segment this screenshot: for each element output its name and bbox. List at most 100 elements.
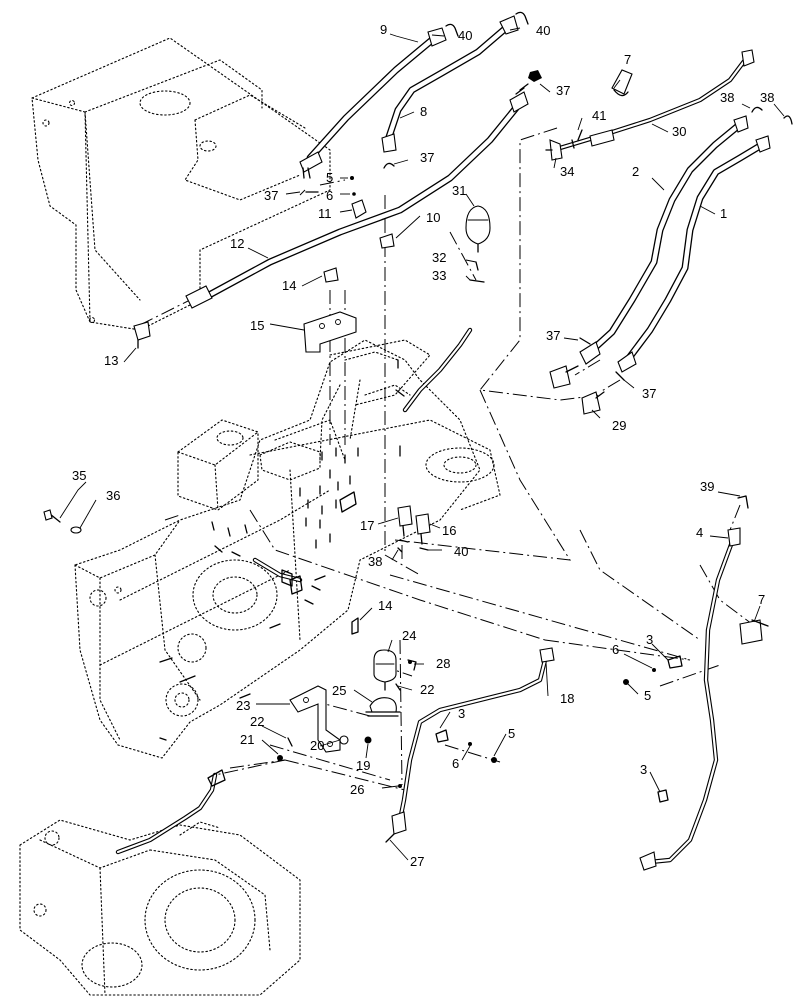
callout-3-right: 3 [646, 632, 653, 647]
callout-34: 34 [560, 164, 574, 179]
callout-21: 21 [240, 732, 254, 747]
bolt-35 [43, 509, 61, 523]
callout-5-right: 5 [644, 688, 651, 703]
washer-20 [339, 735, 349, 745]
o-ring-40a [445, 23, 459, 37]
callout-28: 28 [436, 656, 450, 671]
fitting-27 [385, 811, 407, 843]
callout-18: 18 [560, 691, 574, 706]
frame-bolts [159, 359, 405, 741]
callout-40-b: 40 [536, 23, 550, 38]
callout-26: 26 [350, 782, 364, 797]
callout-2: 2 [632, 164, 639, 179]
frame-hose [252, 327, 473, 595]
clip-14-top [323, 267, 339, 283]
o-ring-40-sensor [419, 547, 429, 551]
elbow-fitting-34 [545, 139, 563, 161]
washer-36 [70, 526, 82, 534]
washer-26 [398, 784, 402, 788]
washer-6-top [352, 192, 356, 196]
callout-30: 30 [672, 124, 686, 139]
callout-41: 41 [592, 108, 606, 123]
callout-27: 27 [410, 854, 424, 869]
callout-15: 15 [250, 318, 264, 333]
hose-12 [185, 83, 529, 309]
callout-9: 9 [380, 22, 387, 37]
callout-6-right: 6 [612, 642, 619, 657]
callout-4: 4 [696, 525, 703, 540]
hose-30 [557, 49, 755, 151]
callout-40-a: 40 [458, 28, 472, 43]
callout-38-c: 38 [368, 554, 382, 569]
callout-3-low: 3 [640, 762, 647, 777]
elbow-fitting-29a [549, 365, 579, 389]
callout-24: 24 [402, 628, 416, 643]
hose-1 [617, 135, 771, 373]
callout-11: 11 [318, 206, 332, 221]
clamp-25 [365, 697, 401, 717]
o-ring-37-mid [579, 337, 625, 381]
elbow-fitting-29b [581, 391, 605, 415]
washer-6-tube [468, 742, 472, 746]
nut-5-tube [491, 757, 497, 763]
callout-8: 8 [420, 104, 427, 119]
hose-2 [579, 115, 749, 365]
o-ring-39 [737, 495, 749, 509]
callout-7-right: 7 [758, 592, 765, 607]
brake-tube-18 [397, 647, 555, 823]
callout-32: 32 [432, 250, 446, 265]
clip-3-tube [435, 729, 449, 743]
leader-lines [59, 27, 785, 861]
accumulator-31 [465, 205, 491, 283]
accumulator-24 [373, 649, 397, 691]
callout-37-b: 37 [420, 150, 434, 165]
callout-3-tube: 3 [458, 706, 465, 721]
callout-31: 31 [452, 183, 466, 198]
clamp-10 [379, 233, 395, 249]
bolt-28 [407, 659, 417, 671]
callout-7-top: 7 [624, 52, 631, 67]
callout-36: 36 [106, 488, 120, 503]
hydraulic-tank [31, 37, 331, 331]
bolt-21 [277, 755, 283, 761]
callout-1: 1 [720, 206, 727, 221]
front-axle [19, 819, 301, 996]
nut-5-right [623, 679, 629, 685]
o-ring-38b [751, 106, 763, 113]
callout-14-lower: 14 [378, 598, 392, 613]
hose-4 [639, 527, 741, 871]
clip-3-low [657, 789, 669, 803]
callout-19: 19 [356, 758, 370, 773]
o-ring-38c [783, 115, 793, 125]
callout-12: 12 [230, 236, 244, 251]
o-ring-38-sensor [397, 547, 403, 553]
elbow-fitting-13 [133, 321, 151, 349]
pressure-switch-17 [397, 505, 413, 543]
callout-14-top: 14 [282, 278, 296, 293]
clip-3-right [667, 655, 683, 669]
nut-37-top [528, 70, 542, 82]
bolt-22-acc [395, 683, 401, 691]
clamp-11 [351, 199, 367, 219]
callout-6-top: 6 [326, 188, 333, 203]
tag-7-top [611, 69, 633, 97]
bracket-15 [303, 311, 357, 353]
callout-6-tube: 6 [452, 756, 459, 771]
tag-7-right [739, 619, 769, 645]
bolt-22-bracket [287, 737, 293, 747]
o-ring-37-c [383, 162, 395, 169]
callout-17: 17 [360, 518, 374, 533]
callout-20: 20 [310, 738, 324, 753]
clip-14-lower [351, 617, 359, 635]
bracket-23 [289, 685, 341, 753]
callout-33: 33 [432, 268, 446, 283]
callout-25: 25 [332, 683, 346, 698]
assembly-lines [139, 127, 761, 791]
callout-37-c: 37 [264, 188, 278, 203]
callout-39: 39 [700, 479, 714, 494]
o-ring-41 [571, 129, 583, 149]
callout-13: 13 [104, 353, 118, 368]
callout-5-tube: 5 [508, 726, 515, 741]
callout-22-acc: 22 [420, 682, 434, 697]
